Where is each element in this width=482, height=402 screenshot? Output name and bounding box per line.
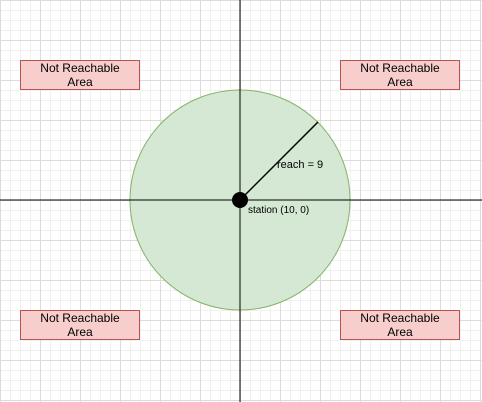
station-label: station (10, 0) xyxy=(248,205,310,216)
not-reachable-area-bottom-left: Not Reachable Area xyxy=(20,310,140,340)
reach-radius-line xyxy=(239,121,319,201)
station-point xyxy=(232,192,248,208)
not-reachable-area-top-left: Not Reachable Area xyxy=(20,60,140,90)
not-reachable-area-top-right: Not Reachable Area xyxy=(340,60,460,90)
reach-label: reach = 9 xyxy=(277,159,324,171)
not-reachable-area-bottom-right: Not Reachable Area xyxy=(340,310,460,340)
